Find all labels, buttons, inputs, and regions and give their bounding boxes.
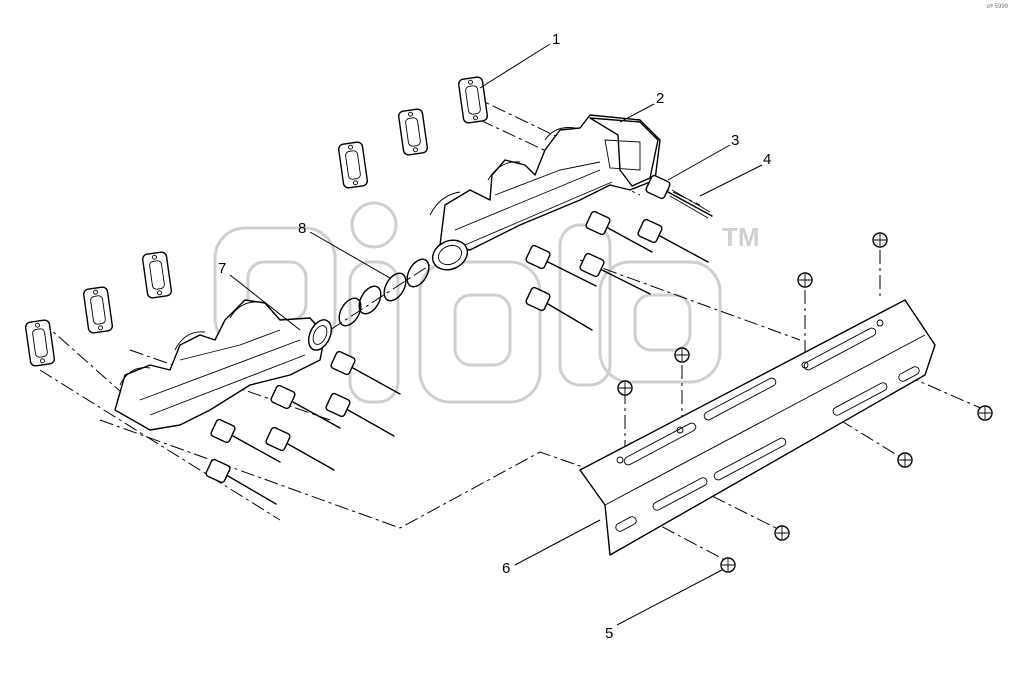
flange-bolt-2 [797,272,813,288]
flange-bolt-3 [674,347,690,363]
flange-bolt-5 [977,405,993,421]
flange-bolt-4 [617,380,633,396]
spacer-bolt-f4 [210,418,281,463]
spacer-bolt-r6 [525,286,593,331]
flange-bolt-8 [720,557,736,573]
corner-code: ɑᶦᵖ 5999 [986,4,1008,10]
spacers-and-bolts [205,174,713,505]
callout-8: 8 [298,220,306,237]
gasket-6 [25,319,55,367]
gasket-4 [142,251,172,299]
callout-3: 3 [731,132,739,149]
spacer-bolt-r1 [645,174,713,219]
spacer-bolt-f5 [265,426,335,471]
flange-bolts [617,232,993,573]
rear-exhaust-manifold [429,114,661,271]
spacer-bolt-f2 [270,384,341,429]
flange-bolt-1 [872,232,888,248]
spacer-bolt-f3 [325,392,395,437]
front-exhaust-manifold [114,299,333,431]
gaskets [25,76,488,367]
heat-shield [579,299,936,556]
callout-2: 2 [656,90,664,107]
callout-4: 4 [763,151,771,168]
spacer-bolt-r5 [579,252,651,295]
spacer-bolt-r3 [637,218,709,263]
spacer-bolt-r2 [585,210,653,253]
callout-7: 7 [218,260,226,277]
o-rings [338,258,430,327]
watermark-trademark: TM [722,222,760,252]
callout-5: 5 [605,625,613,642]
callout-1: 1 [552,31,560,48]
spacer-bolt-f6 [205,458,277,505]
spacer-bolt-f1 [330,350,401,395]
leader-lines [229,43,763,626]
gasket-2 [398,108,428,156]
gasket-1 [458,76,488,124]
gasket-5 [83,286,113,334]
gasket-3 [338,141,368,189]
flange-bolt-7 [774,525,790,541]
spacer-bolt-r4 [525,244,597,287]
callouts: 1 2 3 4 5 6 7 8 [218,31,771,642]
watermark-logo: TM [213,201,760,404]
flange-bolt-6 [897,452,913,468]
callout-6: 6 [502,560,510,577]
